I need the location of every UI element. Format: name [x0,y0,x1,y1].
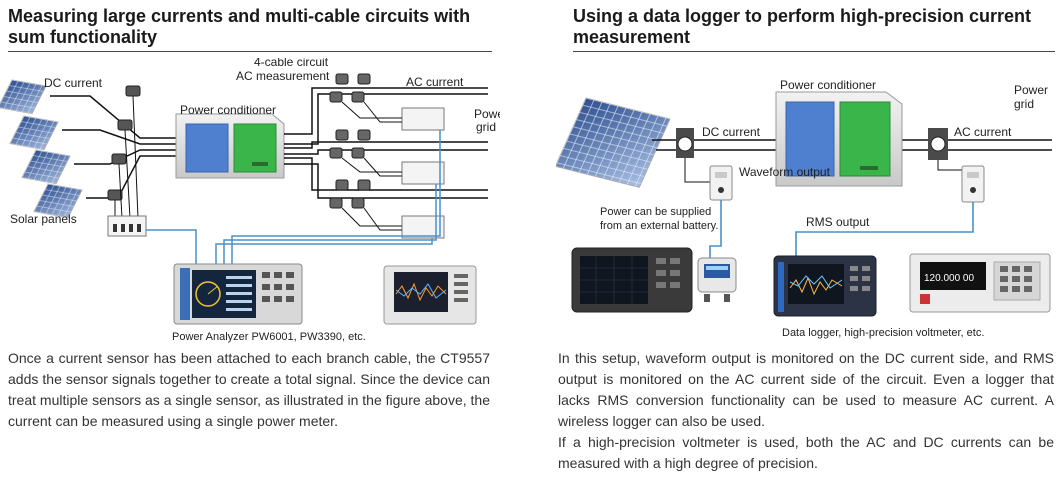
waveform-output-label: Waveform output [739,165,831,179]
ac-measurement-label: AC measurement [236,69,330,83]
high-precision-voltmeter [909,253,1051,313]
rms-output-label: RMS output [806,215,870,229]
ac-current-sensor [351,147,365,159]
dc-current-sensor [125,85,141,97]
data-logger-medium [773,255,877,317]
power-label: Power [474,107,500,121]
dc-current-sensor [676,128,694,158]
ac-sum-unit [401,107,445,131]
power-analyzer [173,263,303,325]
grid-label: grid [1014,97,1034,111]
right-description-paragraph: In this setup, waveform output is monito… [558,350,1054,429]
ac-current-sensor [329,197,343,209]
ac-current-sensor [928,128,948,160]
rms-output-unit [961,165,985,203]
solar-panels-group [0,79,83,219]
left-heading: Measuring large currents and multi-cable… [8,6,471,47]
ac-current-sensor [335,129,349,141]
ac-current-sensor [357,73,371,85]
analyzer-caption: Power Analyzer PW6001, PW3390, etc. [172,331,366,343]
data-logger-large [571,247,693,313]
power-conditioner-label: Power conditioner [180,103,276,117]
ac-sum-units [401,107,445,239]
left-description: Once a current sensor has been attached … [8,350,490,429]
solar-panel [0,79,47,115]
ac-wiring [284,87,488,199]
dc-current-label: DC current [44,76,103,90]
left-heading-rule [8,51,492,52]
power-conditioner [775,91,903,187]
right-description: In this setup, waveform output is monito… [558,348,1054,474]
right-heading-rule [573,51,1055,52]
ac-current-sensor [357,179,371,191]
grid-label: grid [476,120,496,134]
wireless-logger [697,257,737,302]
dc-current-sensor [117,119,133,131]
battery-note-line1: Power can be supplied [600,206,711,218]
dc-current-label: DC current [702,125,761,139]
signal-cables [146,130,441,268]
ac-current-label: AC current [406,75,464,89]
right-heading: Using a data logger to perform high-prec… [573,6,1032,47]
solar-panel [21,149,71,185]
waveform-output-unit [709,165,733,201]
power-conditioner [175,113,285,179]
dc-sum-unit [107,215,147,237]
power-analyzer-compact [383,265,477,325]
logger-caption: Data logger, high-precision voltmeter, e… [782,327,984,339]
ac-current-sensor [351,91,365,103]
ac-sensor-leads [341,101,402,231]
signal-cables [709,200,974,258]
battery-note-line2: from an external battery. [600,220,718,232]
ac-sum-unit [401,161,445,185]
right-description-paragraph: If a high-precision voltmeter is used, b… [558,434,1054,471]
ac-sensors [329,73,371,209]
power-label: Power [1014,83,1048,97]
ac-current-sensor [351,197,365,209]
solar-panel [556,97,671,188]
ac-current-sensor [357,129,371,141]
dc-sensors [107,85,141,201]
solar-panel [33,183,83,219]
dc-sum-unit-connectors [113,224,141,232]
ac-current-sensor [335,179,349,191]
dc-sensor-leads [114,95,139,219]
ac-current-sensor [329,147,343,159]
dc-current-sensor [111,153,127,165]
power-conditioner-label: Power conditioner [780,78,876,92]
sum-function-diagram: DC current Solar panels Power conditione… [0,58,500,343]
data-logger-diagram: Power conditioner Power grid DC current … [556,78,1052,339]
solar-panels-label: Solar panels [10,212,77,226]
ac-current-sensor [335,73,349,85]
voltmeter-reading: 120.000 00 [924,273,974,284]
power-lines [652,139,1052,151]
ac-sum-unit [401,215,445,239]
ac-current-sensor [329,91,343,103]
solar-panel [9,115,59,151]
dc-wiring [50,95,178,199]
four-cable-label: 4-cable circuit [254,58,329,69]
ac-current-label: AC current [954,125,1012,139]
dc-current-sensor [107,189,123,201]
